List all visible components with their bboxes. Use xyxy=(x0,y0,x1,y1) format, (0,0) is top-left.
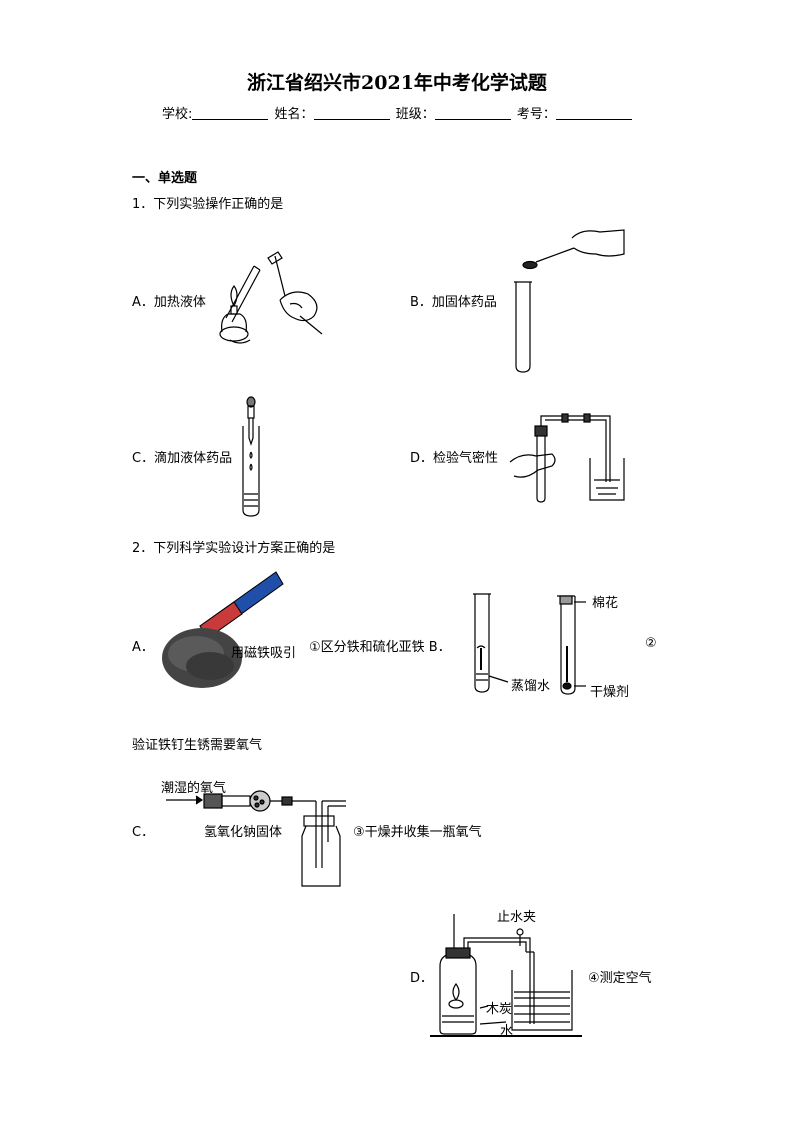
figure-magnet-powder xyxy=(162,571,284,688)
q1-option-b: B．加固体药品 xyxy=(410,295,497,310)
desiccant-label: 干燥剂 xyxy=(590,685,630,700)
page-title: 浙江省绍兴市2021年中考化学试题 xyxy=(247,72,547,94)
q1-stem: 1．下列实验操作正确的是 xyxy=(132,197,284,212)
figure-air-measurement xyxy=(430,914,582,1037)
q2-option-a-label: A． xyxy=(132,640,154,655)
wet-oxygen-label: 潮湿的氧气 xyxy=(161,781,227,796)
figure-heating-liquid xyxy=(219,251,323,344)
class-label: 班级： xyxy=(395,107,435,122)
naoh-label: 氢氧化钠固体 xyxy=(204,825,283,840)
school-blank xyxy=(192,107,269,120)
school-label: 学校: xyxy=(162,107,193,122)
cotton-label: 棉花 xyxy=(592,596,619,611)
q2-option-c-desc: ③干燥并收集一瓶氧气 xyxy=(353,825,482,840)
section-heading: 一、单选题 xyxy=(132,171,198,186)
magnet-caption: 用磁铁吸引 xyxy=(231,646,297,661)
circle-two-marker: ② xyxy=(645,636,657,651)
q2-option-a-desc: ①区分铁和硫化亚铁 B． xyxy=(309,640,451,655)
figure-rust-test xyxy=(473,593,586,695)
student-info-line: 学校: 姓名： 班级： 考号： xyxy=(162,103,634,122)
q2-option-c-label: C． xyxy=(132,825,155,840)
number-blank xyxy=(555,107,632,120)
water-d-label: 水 xyxy=(500,1024,514,1039)
q2-option-d-desc: ④测定空气 xyxy=(588,971,652,986)
q1-option-d: D．检验气密性 xyxy=(410,451,499,466)
q2-option-d-label: D． xyxy=(410,971,434,986)
name-blank xyxy=(313,107,390,120)
q1-option-a: A．加热液体 xyxy=(132,295,206,310)
class-blank xyxy=(434,107,511,120)
distilled-water-label: 蒸馏水 xyxy=(511,679,551,694)
figure-dropper xyxy=(242,396,260,517)
name-label: 姓名： xyxy=(274,107,314,122)
figure-airtightness xyxy=(509,413,625,503)
clamp-label: 止水夹 xyxy=(497,910,537,925)
charcoal-label: 木炭 xyxy=(486,1002,513,1017)
figure-drying-tube xyxy=(166,790,346,887)
q1-option-c: C．滴加液体药品 xyxy=(132,451,233,466)
number-label: 考号： xyxy=(516,107,556,122)
q2-option-b-desc: 验证铁钉生锈需要氧气 xyxy=(132,738,263,753)
figure-adding-solid xyxy=(514,229,625,373)
q2-stem: 2．下列科学实验设计方案正确的是 xyxy=(132,541,336,556)
